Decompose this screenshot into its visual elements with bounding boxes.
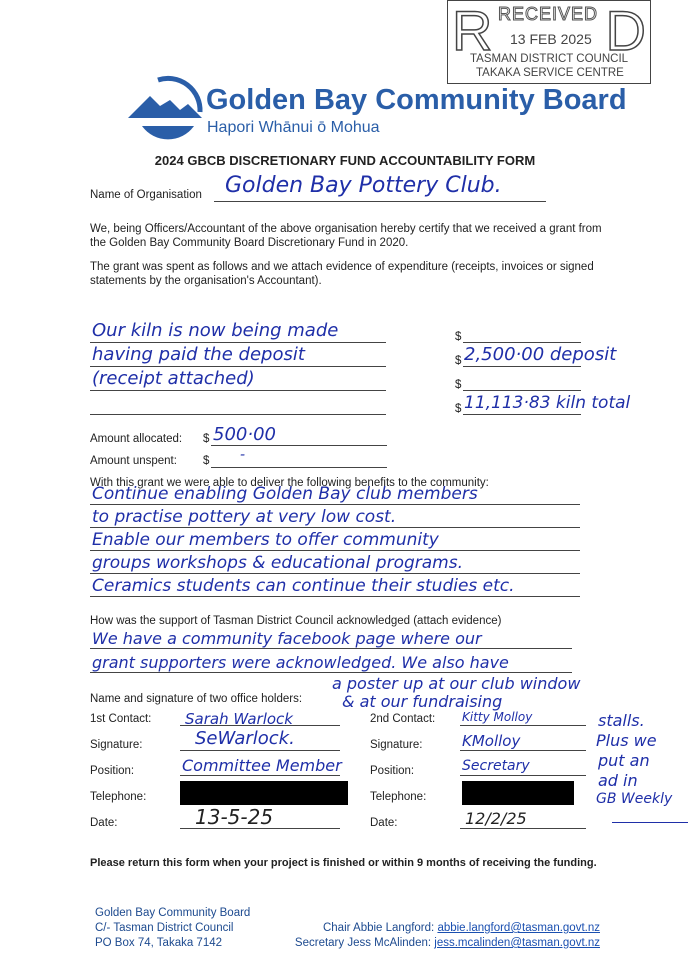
support-extra: & at our fundraising <box>342 692 503 711</box>
contact1-signature[interactable]: SeWarlock. <box>195 728 295 749</box>
stamp-date: 13 FEB 2025 <box>510 31 592 47</box>
stamp-word: RECEIVED <box>497 4 599 25</box>
support-extra: Plus we <box>596 731 657 750</box>
benefit-line[interactable]: Ceramics students can continue their stu… <box>92 576 515 596</box>
support-line[interactable]: We have a community facebook page where … <box>92 629 482 648</box>
support-extra: put an <box>598 751 650 770</box>
redacted-telephone <box>462 781 574 805</box>
certification-text: We, being Officers/Accountant of the abo… <box>90 223 602 249</box>
org-label: Name of Organisation <box>90 189 202 201</box>
chair-label: Chair Abbie Langford: <box>322 922 435 934</box>
support-extra: GB Weekly <box>596 791 673 807</box>
unspent-label: Amount unspent: <box>90 455 177 467</box>
form-title: 2024 GBCB DISCRETIONARY FUND ACCOUNTABIL… <box>154 153 536 168</box>
benefit-line[interactable]: to practise pottery at very low cost. <box>92 507 397 527</box>
position-label: Position: <box>90 765 135 777</box>
currency-symbol: $ <box>455 331 462 343</box>
expenditure-amount[interactable]: 11,113·83 kiln total <box>464 393 631 413</box>
support-line[interactable]: grant supporters were acknowledged. We a… <box>92 653 509 672</box>
benefit-line[interactable]: groups workshops & educational programs. <box>92 553 463 573</box>
footer-contacts: Chair Abbie Langford: abbie.langford@tas… <box>295 921 600 951</box>
allocated-field[interactable]: 500·00 <box>213 424 276 445</box>
currency-symbol: $ <box>455 355 462 367</box>
contact1-name[interactable]: Sarah Warlock <box>185 710 293 728</box>
position-label: Position: <box>370 765 415 777</box>
allocated-label: Amount allocated: <box>90 433 183 445</box>
contact2-name[interactable]: Kitty Molloy <box>462 710 533 724</box>
org-name-field[interactable]: Golden Bay Pottery Club. <box>225 173 502 198</box>
support-extra: a poster up at our club window <box>332 674 581 693</box>
address-line: PO Box 74, Takaka 7142 <box>95 937 223 949</box>
benefit-line[interactable]: Continue enabling Golden Bay club member… <box>92 484 478 504</box>
secretary-email-link[interactable]: jess.mcalinden@tasman.govt.nz <box>434 937 600 949</box>
stamp-line1: TASMAN DISTRICT COUNCIL <box>470 53 629 65</box>
currency-symbol: $ <box>203 433 210 445</box>
contact2-signature[interactable]: KMolloy <box>462 732 521 750</box>
signature-label: Signature: <box>90 739 143 751</box>
contact2-position[interactable]: Secretary <box>462 758 530 774</box>
org-subtitle: Hapori Whānui ō Mohua <box>207 119 380 136</box>
mountains-sun-logo-icon <box>128 75 203 140</box>
date-label: Date: <box>370 817 398 829</box>
unspent-field[interactable]: - <box>240 447 246 463</box>
telephone-label: Telephone: <box>90 791 147 803</box>
stamp-line2: TAKAKA SERVICE CENTRE <box>476 67 624 79</box>
redacted-telephone <box>180 781 348 805</box>
support-extra: ad in <box>598 771 638 790</box>
currency-symbol: $ <box>203 455 210 467</box>
contact1-label: 1st Contact: <box>90 713 152 725</box>
footer-address: Golden Bay Community Board C/- Tasman Di… <box>95 906 250 951</box>
secretary-label: Secretary Jess McAlinden: <box>294 937 432 949</box>
chair-email-link[interactable]: abbie.langford@tasman.govt.nz <box>437 922 600 934</box>
return-note: Please return this form when your projec… <box>90 857 597 869</box>
telephone-label: Telephone: <box>370 791 427 803</box>
currency-symbol: $ <box>455 379 462 391</box>
date-label: Date: <box>90 817 118 829</box>
currency-symbol: $ <box>455 403 462 415</box>
benefit-line[interactable]: Enable our members to offer community <box>92 530 439 550</box>
contact1-position[interactable]: Committee Member <box>182 756 342 775</box>
contact1-date[interactable]: 13-5-25 <box>195 805 274 829</box>
contact2-label: 2nd Contact: <box>370 713 436 725</box>
contact2-date[interactable]: 12/2/25 <box>465 809 527 828</box>
org-title: Golden Bay Community Board <box>206 84 627 116</box>
expenditure-amount[interactable]: 2,500·00 deposit <box>464 344 617 365</box>
support-extra: stalls. <box>598 711 645 730</box>
expenditure-instructions: The grant was spent as follows and we at… <box>90 261 594 287</box>
holders-label: Name and signature of two office holders… <box>90 693 303 705</box>
expenditure-desc[interactable]: having paid the deposit <box>92 344 305 365</box>
received-stamp: R D RECEIVED 13 FEB 2025 TASMAN DISTRICT… <box>447 0 651 84</box>
benefits-label: With this grant we were able to deliver … <box>90 477 489 489</box>
address-line: C/- Tasman District Council <box>95 922 234 934</box>
support-label: How was the support of Tasman District C… <box>90 615 502 627</box>
address-line: Golden Bay Community Board <box>95 907 251 919</box>
signature-label: Signature: <box>370 739 423 751</box>
expenditure-desc[interactable]: Our kiln is now being made <box>92 320 339 341</box>
expenditure-desc[interactable]: (receipt attached) <box>92 368 255 389</box>
